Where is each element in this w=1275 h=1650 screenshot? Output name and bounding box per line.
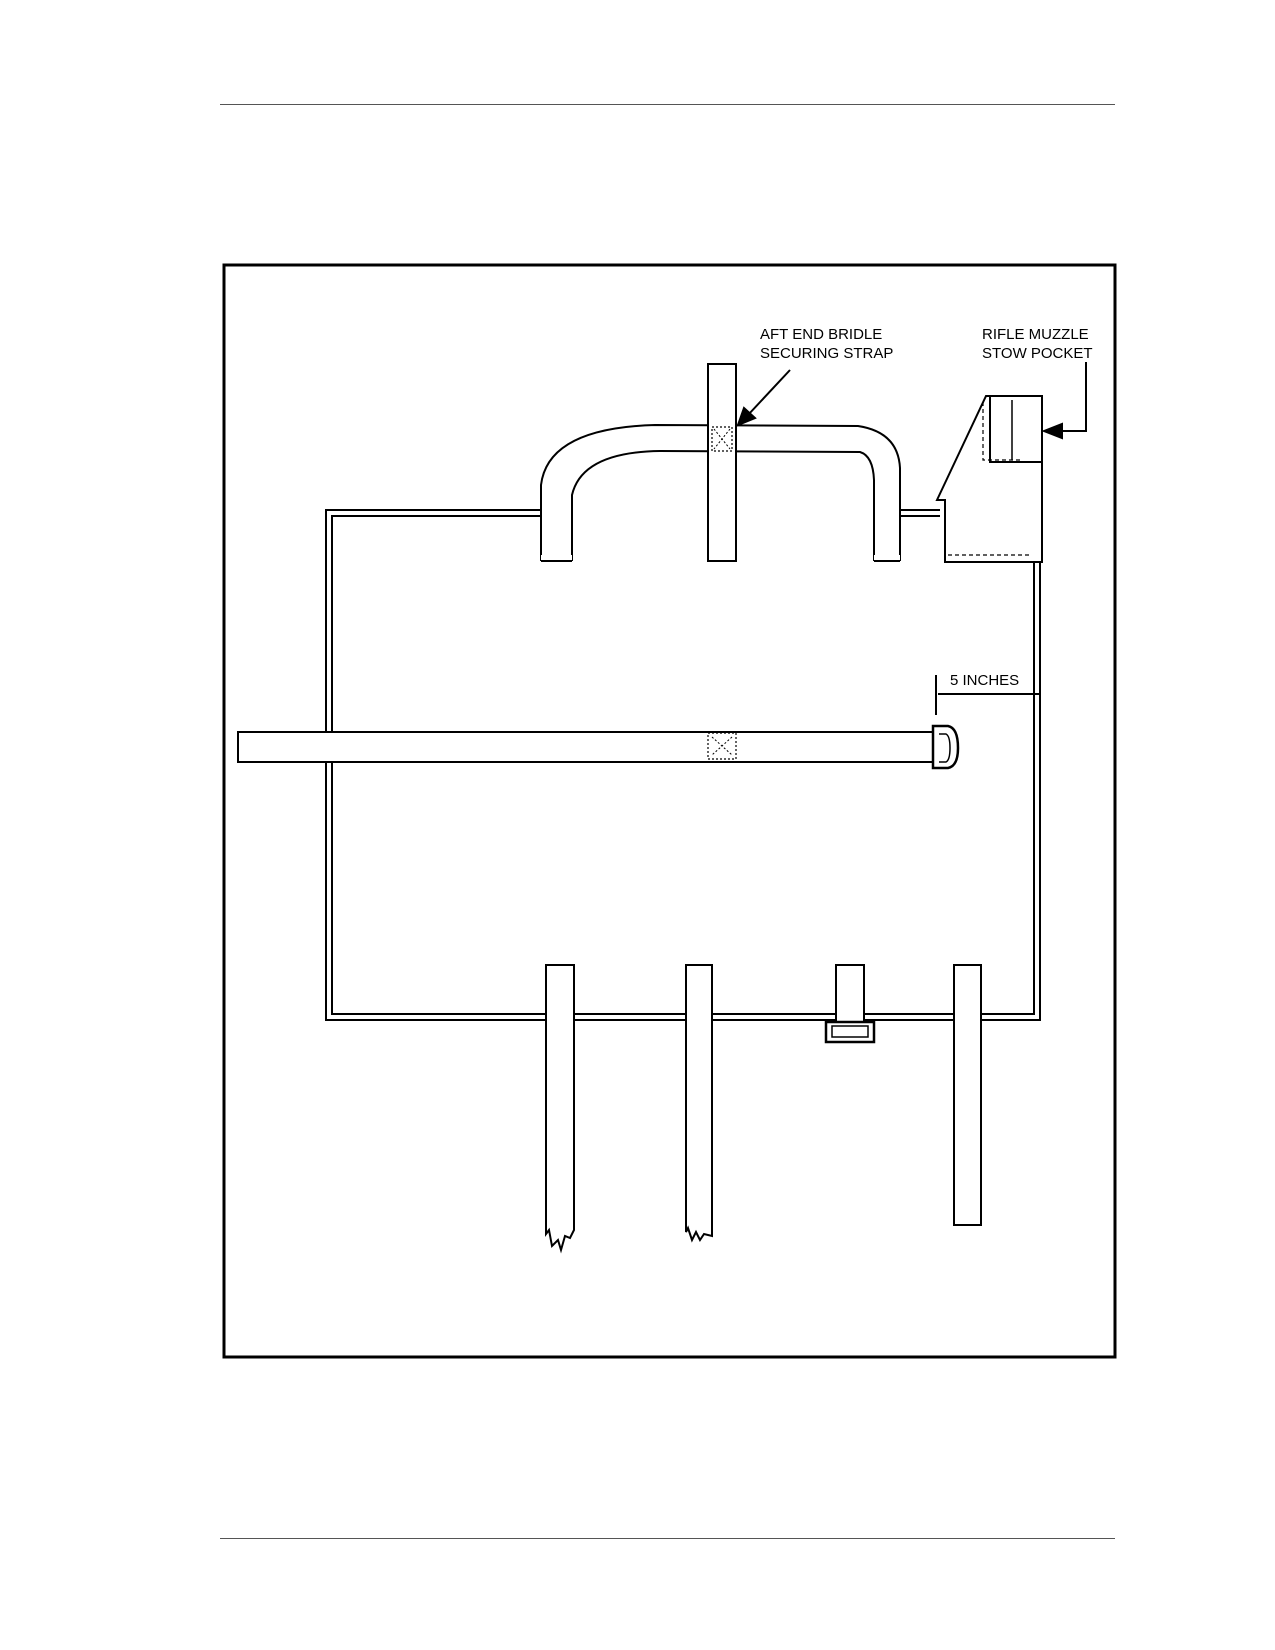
bottom-strap-2 bbox=[685, 964, 713, 1243]
stitch-box bbox=[711, 426, 733, 452]
bridle-label-line2: SECURING STRAP bbox=[760, 345, 893, 362]
pocket-arrow bbox=[1041, 362, 1087, 440]
bottom-strap-1 bbox=[545, 964, 575, 1254]
container-outline bbox=[325, 509, 1041, 1021]
bottom-short-strap bbox=[824, 964, 876, 1044]
bridle-securing-strap bbox=[707, 363, 737, 562]
dimension-marker bbox=[935, 675, 1040, 715]
bottom-strap-4 bbox=[953, 964, 982, 1226]
bridle-arrow bbox=[736, 369, 791, 427]
stitch-box bbox=[707, 732, 737, 760]
rifle-muzzle-stow-pocket bbox=[935, 395, 1043, 563]
header-rule bbox=[220, 104, 1115, 105]
horizontal-strap bbox=[237, 724, 960, 770]
bottom-buckle bbox=[824, 1020, 876, 1044]
footer-rule bbox=[220, 1538, 1115, 1539]
d-ring-buckle bbox=[931, 724, 960, 770]
bridle-label-line1: AFT END BRIDLE bbox=[760, 326, 882, 343]
dimension-label: 5 INCHES bbox=[950, 672, 1019, 689]
rifle-pocket-label-line1: RIFLE MUZZLE bbox=[982, 326, 1089, 343]
rifle-pocket-label-line2: STOW POCKET bbox=[982, 345, 1093, 362]
figure-frame bbox=[222, 263, 1117, 1359]
